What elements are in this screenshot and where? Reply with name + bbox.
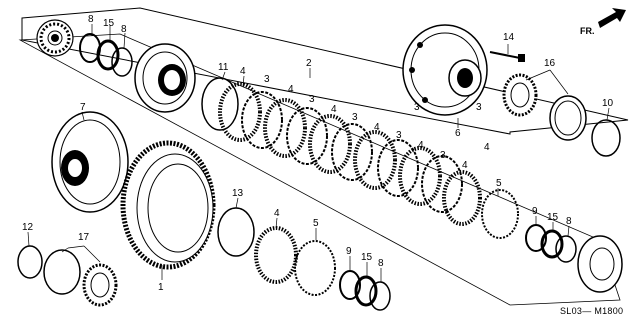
hub-icon: [577, 235, 623, 293]
callout-8: 8: [121, 24, 127, 35]
direction-label: FR.: [580, 26, 595, 36]
callout-13: 13: [232, 188, 244, 199]
callout-8: 8: [378, 258, 384, 269]
callout-17: 17: [78, 232, 90, 243]
callout-1: 1: [158, 282, 164, 293]
washer-ring: [339, 270, 361, 300]
needle-bearing-ring: [354, 275, 378, 307]
callout-3: 3: [414, 102, 420, 113]
washer-ring: [555, 235, 577, 263]
drive-gear-icon: [36, 19, 74, 57]
bearing-icon: [43, 249, 118, 307]
callout-4: 4: [462, 160, 468, 171]
callout-10: 10: [602, 98, 614, 109]
callout-3: 3: [396, 130, 402, 141]
callout-3: 3: [440, 150, 446, 161]
callout-15: 15: [103, 18, 115, 29]
callout-4: 4: [274, 208, 280, 219]
callout-6: 6: [455, 128, 461, 139]
callout-15: 15: [361, 252, 373, 263]
needle-bearing-ring: [96, 39, 120, 71]
callout-5: 5: [313, 218, 319, 229]
washer-ring: [369, 281, 391, 311]
bearing-race-icon: [549, 95, 587, 141]
callout-4: 4: [374, 122, 380, 133]
callout-3: 3: [352, 112, 358, 123]
washer-ring: [111, 47, 133, 77]
callouts: 8 15 8 2 11 4 3 4 3 4 3 4 3 4 3 4 5 14 1…: [22, 14, 614, 293]
differential-case-icon: [402, 24, 488, 116]
callout-4: 4: [418, 140, 424, 151]
needle-bearing-ring: [540, 229, 564, 259]
snap-ring: [591, 119, 621, 157]
callout-4: 4: [240, 66, 246, 77]
snap-ring: [17, 245, 43, 279]
front-direction-arrow-icon: FR.: [580, 8, 626, 36]
washer-ring: [525, 224, 547, 252]
callout-4: 4: [288, 84, 294, 95]
callout-4: 4: [331, 104, 337, 115]
callout-16: 16: [544, 58, 556, 69]
callout-7: 7: [80, 102, 86, 113]
bearing-icon: [502, 73, 538, 117]
clutch-pack: [201, 77, 519, 239]
leader-lines: [27, 24, 610, 282]
callout-9: 9: [346, 246, 352, 257]
callout-11: 11: [218, 62, 229, 73]
callout-8: 8: [88, 14, 94, 25]
bolt-icon: [489, 51, 525, 62]
diagram-code: SL03— M1800: [560, 306, 623, 316]
callout-9: 9: [532, 206, 538, 217]
callout-2: 2: [306, 58, 312, 69]
callout-15: 15: [547, 212, 559, 223]
callout-5: 5: [496, 178, 502, 189]
callout-4: 4: [484, 142, 490, 153]
clutch-drum-icon: [134, 43, 196, 113]
callout-14: 14: [503, 32, 515, 43]
callout-8: 8: [566, 216, 572, 227]
callout-3: 3: [476, 102, 482, 113]
drive-plate-icon: [51, 111, 129, 213]
clutch-plate: [294, 240, 336, 296]
callout-12: 12: [22, 222, 34, 233]
callout-3: 3: [264, 74, 270, 85]
shim-ring: [217, 207, 255, 257]
clutch-disc: [254, 226, 298, 284]
callout-3: 3: [309, 94, 315, 105]
final-driven-gear-icon: [120, 140, 216, 270]
